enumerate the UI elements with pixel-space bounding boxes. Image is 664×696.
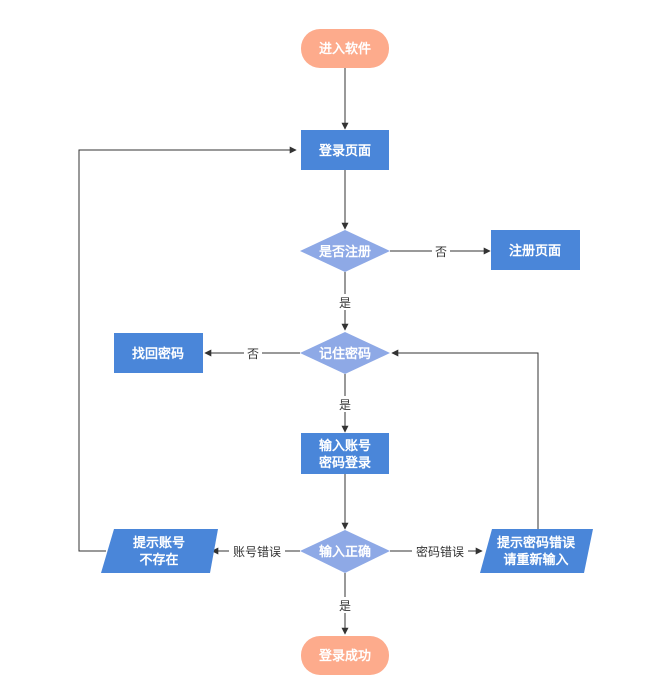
edge-account-error-to-login — [78, 146, 297, 552]
remember-password-decision — [300, 332, 390, 374]
recover-password-label: 找回密码 — [132, 346, 184, 362]
edge-label-bg — [244, 345, 262, 361]
edge-label-bg — [412, 543, 468, 559]
edge-label-not-registered: 否 — [435, 245, 447, 259]
account-error-line2: 不存在 — [139, 552, 178, 568]
edge-label-bg — [432, 243, 450, 259]
edge-label-correct-yes: 是 — [339, 599, 351, 613]
enter-credentials-line1: 输入账号 — [319, 438, 371, 454]
password-error-line2: 请重新输入 — [503, 552, 568, 568]
edge-label-bg — [336, 294, 354, 310]
remember-password-label: 记住密码 — [319, 346, 371, 362]
edge-label-bg — [336, 597, 354, 613]
account-error-line1: 提示账号 — [133, 535, 185, 551]
login-page-box — [301, 130, 389, 170]
edge-label-password-error: 密码错误 — [416, 544, 464, 559]
account-error-prompt — [101, 529, 218, 573]
success-terminal — [301, 636, 389, 675]
password-error-line1: 提示密码错误 — [497, 535, 576, 551]
is-registered-decision — [300, 230, 390, 272]
edge-password-error-to-remember — [391, 349, 539, 530]
register-page-box — [491, 230, 580, 270]
enter-credentials-box — [301, 433, 389, 474]
start-label: 进入软件 — [319, 41, 371, 57]
edge-label-remembered-yes: 是 — [339, 398, 351, 412]
start-terminal — [301, 29, 389, 68]
edge-label-bg — [336, 396, 354, 412]
password-error-prompt — [480, 529, 593, 573]
recover-password-box — [114, 333, 203, 373]
is-registered-label: 是否注册 — [318, 244, 371, 260]
edge-label-bg — [229, 543, 285, 559]
edge-label-account-error: 账号错误 — [233, 545, 281, 559]
register-page-label: 注册页面 — [509, 243, 561, 259]
enter-credentials-line2: 密码登录 — [318, 455, 371, 471]
input-correct-decision — [300, 530, 390, 573]
edge-label-registered-yes: 是 — [339, 296, 351, 310]
edge-label-not-remembered: 否 — [247, 347, 259, 361]
success-label: 登录成功 — [318, 648, 371, 664]
login-page-label: 登录页面 — [318, 143, 371, 159]
input-correct-label: 输入正确 — [319, 544, 371, 560]
